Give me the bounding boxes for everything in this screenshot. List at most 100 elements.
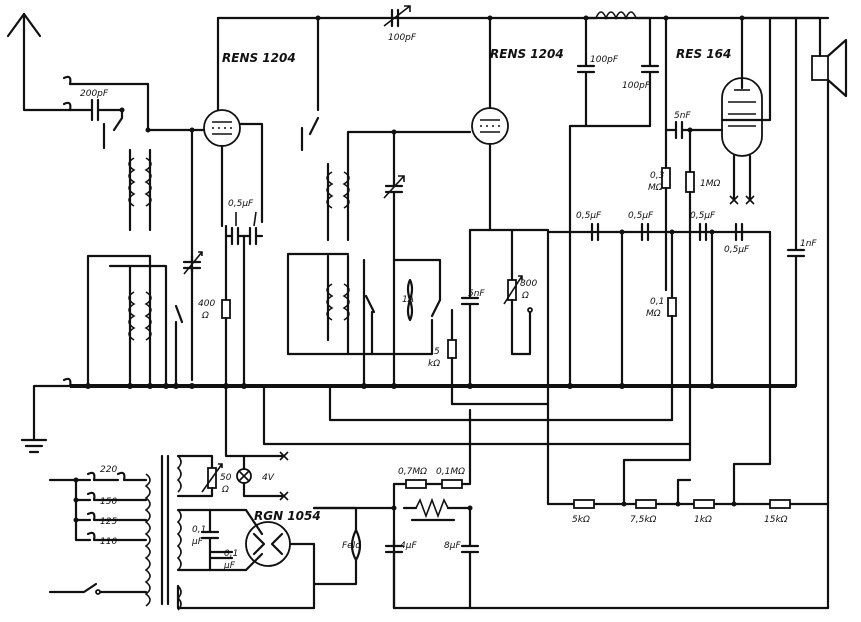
tube-v1: RENS 1204 xyxy=(203,51,296,228)
antenna-capacitor: 200pF xyxy=(68,89,124,122)
v2-plate-feed: 5nF xyxy=(460,228,485,388)
psu-cap2-value: 0,1 xyxy=(224,549,238,559)
rf-choke xyxy=(584,11,652,21)
bleeder-r2-label: 7,5kΩ xyxy=(630,515,657,525)
bleeder-r2: 7,5kΩ xyxy=(630,499,657,525)
bleeder-r4: 15kΩ xyxy=(764,499,791,525)
grid-r-b-label: 1MΩ xyxy=(700,179,720,189)
grid-coupling-capacitor: 5nF xyxy=(664,111,724,140)
rectifier-label: RGN 1054 xyxy=(254,509,321,523)
mains-selector: 220 150 125 110 xyxy=(48,465,148,547)
field-coil-label: Feld xyxy=(342,541,361,551)
tube-v2-label: RENS 1204 xyxy=(490,47,564,61)
hum-potentiometer: 50 Ω xyxy=(176,454,232,498)
tube-v3-label: RES 164 xyxy=(676,47,731,61)
top-coupling-capacitor: 100pF xyxy=(383,5,417,43)
mains-tap-220: 220 xyxy=(100,465,117,475)
dial-lamp: 4V xyxy=(236,451,289,501)
tank-capacitor-a: 100pF xyxy=(576,16,652,128)
rf-transformer-4 xyxy=(326,254,350,356)
lamp-voltage-label: 4V xyxy=(262,473,275,483)
feed-resistor-unit: kΩ xyxy=(428,359,440,369)
hum-pot-value: 50 xyxy=(220,473,232,483)
pot-value: 800 xyxy=(520,279,537,289)
bleeder-r3-label: 1kΩ xyxy=(694,515,712,525)
antenna-socket-1 xyxy=(62,75,150,86)
dcap-d-label: 0,5μF xyxy=(724,245,750,255)
reaction-coil-switch: 1A xyxy=(346,258,442,356)
antenna-socket-2 xyxy=(62,101,72,112)
hum-pot-unit: Ω xyxy=(221,485,229,495)
decoupling-cap-d: 0,5μF xyxy=(724,222,750,255)
psu-capacitor-2: 0,1 μF xyxy=(208,549,238,571)
tank-b-label: 100pF xyxy=(622,81,651,91)
decoupling-cap-a: 0,5μF xyxy=(576,211,602,242)
tank-capacitor-b: 100pF xyxy=(622,16,660,128)
filter-cap2-label: 8μF xyxy=(444,541,461,551)
rf-transformer-2 xyxy=(128,254,152,388)
bleeder-r3: 1kΩ xyxy=(693,499,715,525)
ground-terminal xyxy=(20,377,72,454)
coupling-1a-label: 1A xyxy=(402,295,414,305)
grid-r-a-value: 0,3 xyxy=(650,171,665,181)
bus-junctions xyxy=(85,383,715,389)
rectifier-tube: RGN 1054 xyxy=(244,508,321,610)
div-r1-label: 0,7MΩ xyxy=(398,467,427,477)
tube-v1-label: RENS 1204 xyxy=(222,51,296,65)
feed-resistor-5k: 5 kΩ xyxy=(428,308,457,406)
dcap-c-label: 0,5μF xyxy=(690,211,716,221)
grid-resistor-0-3M: 0,3 MΩ xyxy=(648,128,671,292)
antenna-symbol xyxy=(6,12,72,112)
loudspeaker xyxy=(811,38,848,98)
psu-cap1-value: 0,1 xyxy=(192,525,206,535)
plate-resistor-0-1M: 0,1 MΩ xyxy=(646,288,677,422)
bleeder-r4-label: 15kΩ xyxy=(764,515,788,525)
filter-capacitor-4uF: 4μF xyxy=(384,538,417,610)
mains-tap-125: 125 xyxy=(100,517,117,527)
psu-cap1-unit: μF xyxy=(191,537,204,547)
field-coil: Feld xyxy=(312,506,361,586)
mains-tap-110: 110 xyxy=(100,537,117,547)
v2-potentiometer: 800 Ω xyxy=(503,228,537,356)
power-transformer xyxy=(144,454,182,611)
power-switch xyxy=(48,582,148,595)
cathode-resistor-unit: Ω xyxy=(201,311,209,321)
input-switch xyxy=(102,107,125,150)
feed-resistor-value: 5 xyxy=(434,347,440,357)
stage2-switch xyxy=(300,116,320,152)
cathode-resistor: 400 Ω xyxy=(198,224,231,388)
bleeder-r1: 5kΩ xyxy=(572,499,595,525)
tuning-capacitor-2 xyxy=(383,130,405,262)
mains-tap-150: 150 xyxy=(100,497,117,507)
antenna-capacitor-label: 200pF xyxy=(80,89,109,99)
filter-cap1-label: 4μF xyxy=(400,541,417,551)
v1-bypass-caps: 0,5μF xyxy=(224,199,264,388)
dcap-a-label: 0,5μF xyxy=(576,211,602,221)
tuning-capacitor-1 xyxy=(182,251,203,275)
bleeder-r1-label: 5kΩ xyxy=(572,515,590,525)
cathode-resistor-value: 400 xyxy=(198,299,215,309)
tube-v3: RES 164 xyxy=(676,16,763,205)
rf-transformer-3 xyxy=(326,148,350,242)
filter-network: 0,7MΩ 0,1MΩ xyxy=(392,408,830,610)
top-coupling-label: 100pF xyxy=(388,33,417,43)
dcap-b-label: 0,5μF xyxy=(628,211,654,221)
pot-unit: Ω xyxy=(521,291,529,301)
grid-cap-label: 5nF xyxy=(674,111,691,121)
decoupling-cap-c: 0,5μF xyxy=(690,211,716,242)
band-switch-1 xyxy=(174,304,184,388)
v2-bypass-label: 5nF xyxy=(468,289,485,299)
tube-v2: RENS 1204 xyxy=(471,16,564,232)
psu-capacitor-1: 0,1 μF xyxy=(191,508,220,572)
grid-resistor-1M: 1MΩ xyxy=(685,128,720,234)
plate-r-unit: MΩ xyxy=(646,309,661,319)
div-r2-label: 0,1MΩ xyxy=(436,467,465,477)
band-switch-2 xyxy=(364,294,376,356)
plate-r-value: 0,1 xyxy=(650,297,664,307)
filter-capacitor-8uF: 8μF xyxy=(444,506,480,610)
tank-a-label: 100pF xyxy=(590,55,619,65)
speaker-cap-label: 1nF xyxy=(800,239,817,249)
psu-cap2-unit: μF xyxy=(223,561,236,571)
rf-transformer-1 xyxy=(128,148,152,232)
